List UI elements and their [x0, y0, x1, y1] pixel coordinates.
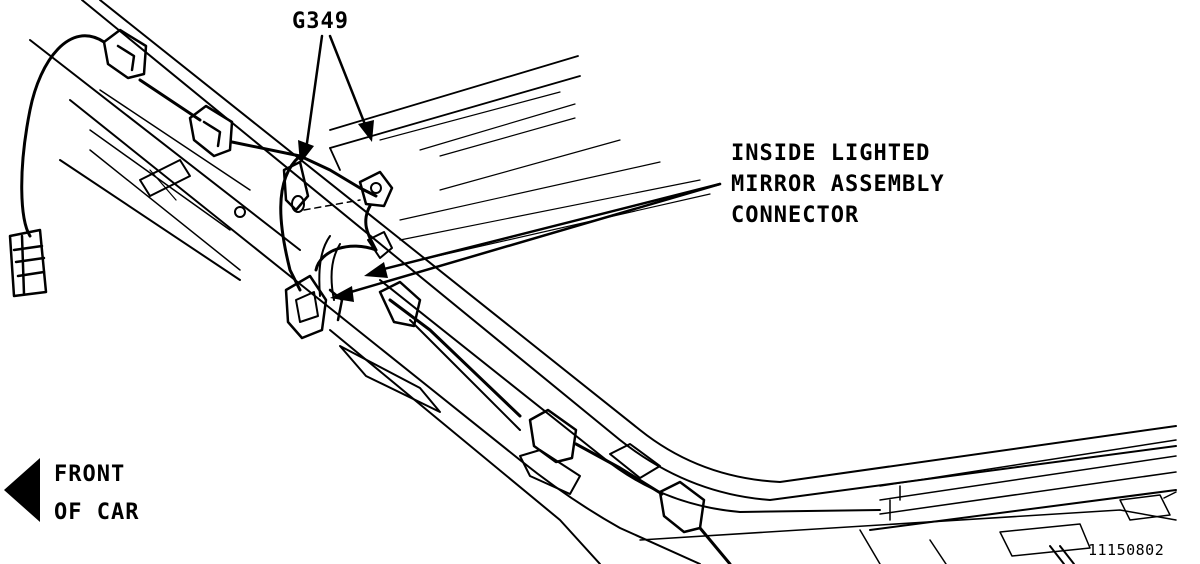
figure-number: 11150802 [1088, 541, 1165, 559]
callout-line: INSIDE LIGHTED [731, 141, 931, 166]
roof-panel-outline [29, 0, 1177, 564]
orientation-line: OF CAR [54, 500, 140, 525]
ground-callout-label: G349 [292, 9, 349, 34]
left-arrow-icon [4, 458, 40, 522]
leader-lines [304, 34, 722, 296]
orientation-line: FRONT [54, 462, 126, 487]
leader-arrowheads [298, 120, 388, 302]
mirror-connector-callout: INSIDE LIGHTED MIRROR ASSEMBLY CONNECTOR [731, 138, 945, 231]
mirror-connector [282, 160, 422, 340]
callout-line: CONNECTOR [731, 203, 860, 228]
front-of-car-label: FRONT OF CAR [54, 456, 139, 532]
harness-connector [8, 228, 48, 298]
callout-line: MIRROR ASSEMBLY [731, 172, 945, 197]
rail-clips [102, 28, 706, 534]
wiring-harness [20, 34, 732, 564]
